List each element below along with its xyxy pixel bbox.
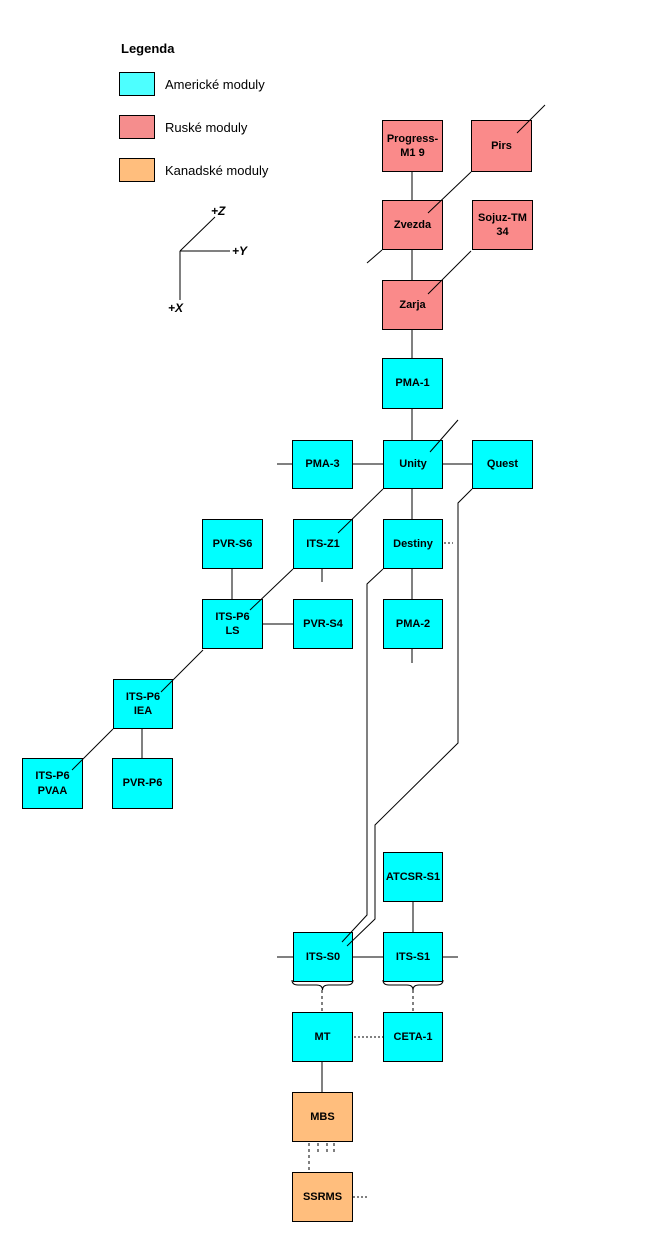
- axis-label-z: +Z: [211, 204, 226, 218]
- canadian-modules-swatch: [119, 158, 155, 182]
- node-zarja: Zarja: [382, 280, 443, 330]
- axis-label-y: +Y: [232, 244, 248, 258]
- node-its-p6-pvaa: ITS-P6 PVAA: [22, 758, 83, 809]
- american-modules-swatch: [119, 72, 155, 96]
- node-its-z1: ITS-Z1: [293, 519, 353, 569]
- node-progress-m1-9: Progress- M1 9: [382, 120, 443, 172]
- russian-modules-swatch: [119, 115, 155, 139]
- node-unity: Unity: [383, 440, 443, 489]
- node-pvr-s6: PVR-S6: [202, 519, 263, 569]
- node-ssrms: SSRMS: [292, 1172, 353, 1222]
- node-its-s1: ITS-S1: [383, 932, 443, 982]
- node-ceta-1: CETA-1: [383, 1012, 443, 1062]
- edge-zvezda-down-diag: [366, 249, 383, 264]
- axis-label-x: +X: [168, 301, 184, 315]
- node-its-p6-iea: ITS-P6 IEA: [113, 679, 173, 729]
- legend-label-canadian: Kanadské moduly: [165, 163, 269, 178]
- node-pma-3: PMA-3: [292, 440, 353, 489]
- edge-axis-z: [179, 216, 216, 252]
- node-mt: MT: [292, 1012, 353, 1062]
- node-quest: Quest: [472, 440, 533, 489]
- legend-label-american: Americké moduly: [165, 77, 265, 92]
- node-destiny: Destiny: [383, 519, 443, 569]
- node-pirs: Pirs: [471, 120, 532, 172]
- legend-heading: Legenda: [121, 41, 175, 56]
- node-zvezda: Zvezda: [382, 200, 443, 250]
- node-pma-2: PMA-2: [383, 599, 443, 649]
- node-mbs: MBS: [292, 1092, 353, 1142]
- node-its-p6-ls: ITS-P6 LS: [202, 599, 263, 649]
- node-pma-1: PMA-1: [382, 358, 443, 409]
- node-pvr-p6: PVR-P6: [112, 758, 173, 809]
- node-its-s0: ITS-S0: [293, 932, 353, 982]
- node-sojuz-tm-34: Sojuz-TM 34: [472, 200, 533, 250]
- node-pvr-s4: PVR-S4: [293, 599, 353, 649]
- legend-label-russian: Ruské moduly: [165, 120, 248, 135]
- node-atcsr-s1: ATCSR-S1: [383, 852, 443, 902]
